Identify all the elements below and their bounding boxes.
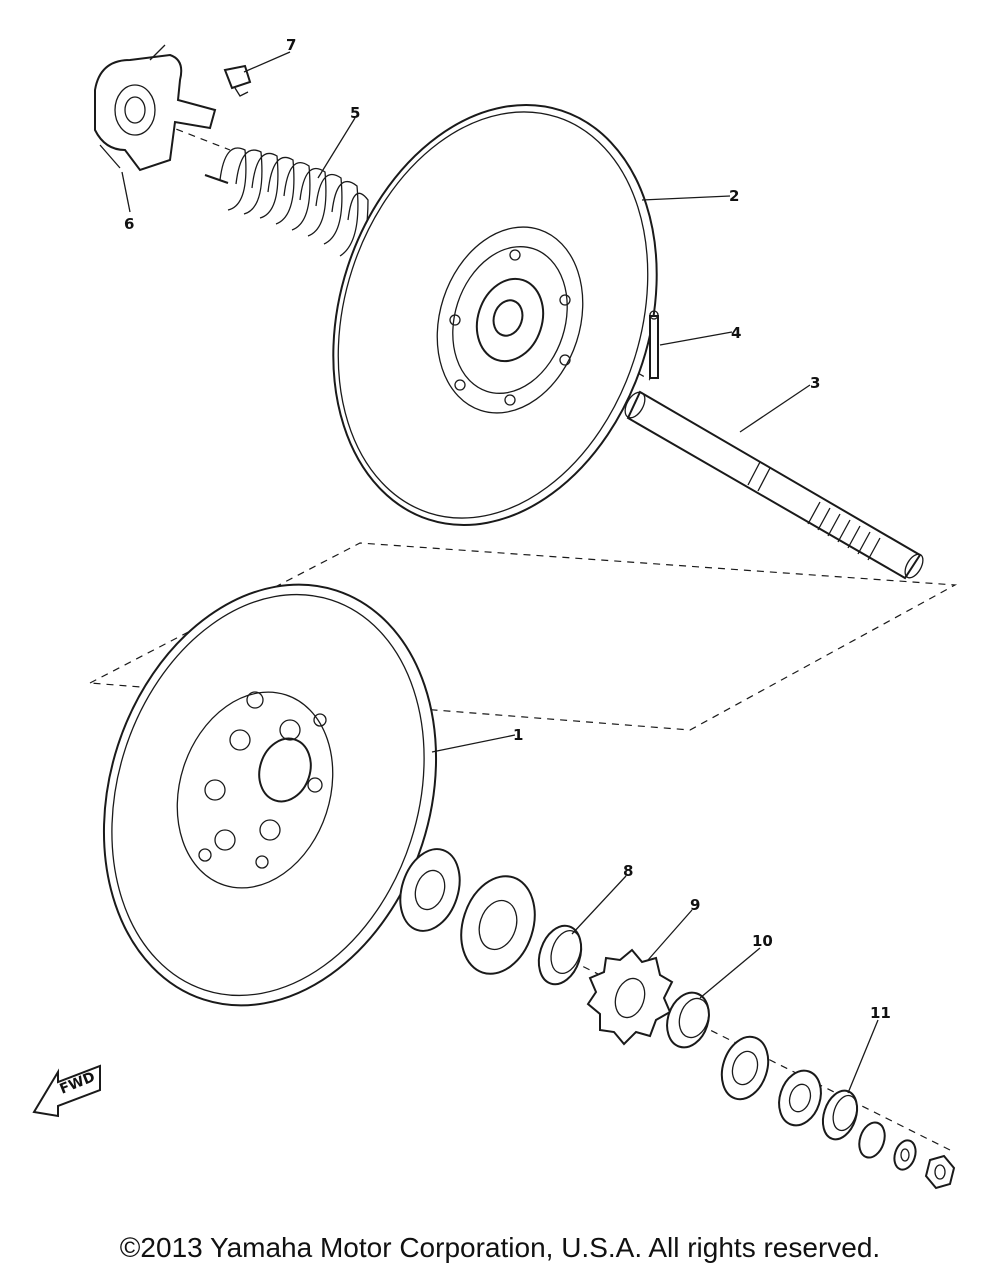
part-8-collar (537, 924, 583, 986)
callout-5: 5 (350, 104, 360, 122)
bearing-b (778, 1069, 822, 1127)
part-11-spacer (821, 1089, 859, 1141)
callout-2: 2 (729, 187, 739, 205)
reference-plane (87, 542, 958, 731)
part-4-pin (649, 310, 659, 379)
part-6-cam-holder (94, 44, 217, 172)
fwd-arrow-icon: FWD (32, 1064, 101, 1118)
part-10-bushing (666, 991, 710, 1049)
callout-4: 4 (731, 324, 741, 342)
nut (924, 1154, 956, 1190)
leader-5 (317, 117, 356, 179)
part-1-fixed-sheave (102, 583, 438, 1007)
callout-9: 9 (690, 896, 700, 914)
copyright-notice: ©2013 Yamaha Motor Corporation, U.S.A. A… (119, 1232, 881, 1263)
part-5-spring (204, 147, 369, 266)
callout-11: 11 (870, 1004, 891, 1022)
part-3-shaft (624, 390, 924, 580)
leader-11 (847, 1019, 879, 1094)
leader-8 (571, 875, 627, 935)
small-washer-b (893, 1139, 917, 1171)
bearing-a (720, 1035, 770, 1101)
callout-10: 10 (752, 932, 773, 950)
leader-2 (641, 195, 731, 201)
leader-4 (659, 331, 733, 346)
callout-3: 3 (810, 374, 820, 392)
part-7-bolt (223, 64, 252, 97)
part-2-sliding-sheave (332, 103, 658, 527)
leader-3 (739, 384, 811, 433)
callout-7: 7 (286, 36, 296, 54)
callout-8: 8 (623, 862, 633, 880)
washer-b (460, 875, 536, 975)
leader-10 (699, 947, 761, 999)
small-washer-a (858, 1121, 886, 1159)
callout-6: 6 (124, 215, 134, 233)
exploded-parts-diagram: FWD 7 5 6 2 4 3 1 8 9 10 11 (32, 36, 958, 1190)
callout-1: 1 (513, 726, 523, 744)
leader-7 (243, 51, 291, 73)
leader-1 (431, 734, 516, 753)
part-9-sprocket (586, 948, 674, 1046)
washer-a (399, 848, 461, 932)
leader-6 (121, 171, 131, 213)
leader-9 (647, 909, 693, 961)
